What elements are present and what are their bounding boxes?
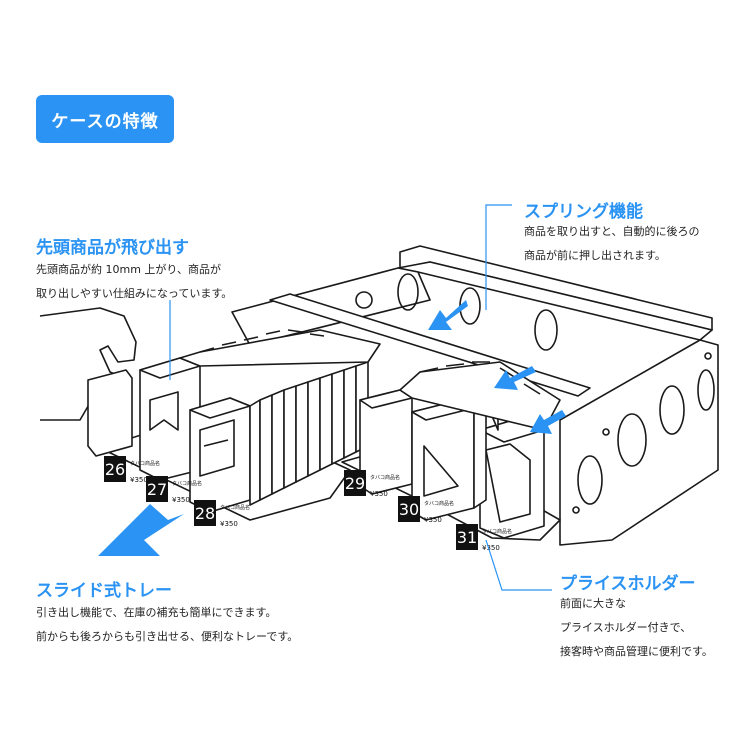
price-tag-name: タバコ商品名 xyxy=(482,528,512,535)
price-holder-line-3: 接客時や商品管理に便利です。 xyxy=(560,645,713,658)
price-tag-price: ¥350 xyxy=(220,520,238,528)
price-tag-31: 31 タバコ商品名 ¥350 xyxy=(456,524,512,552)
spring-line-1: 商品を取り出すと、自動的に後ろの xyxy=(524,225,700,238)
price-tag-name: タバコ商品名 xyxy=(370,474,400,481)
price-tag-price: ¥350 xyxy=(482,544,500,552)
right-tray-packs xyxy=(359,361,561,539)
price-tag-price: ¥350 xyxy=(370,490,388,498)
price-tag-28: 28 タバコ商品名 ¥350 xyxy=(194,500,250,528)
price-tag-name: タバコ商品名 xyxy=(172,480,202,487)
spring-title: スプリング機能 xyxy=(524,202,643,222)
price-tag-26: 26 タバコ商品名 ¥350 xyxy=(104,456,160,484)
price-tag-number: 30 xyxy=(399,500,419,519)
price-holder-line-1: 前面に大きな xyxy=(560,597,626,610)
price-tag-name: タバコ商品名 xyxy=(130,460,160,467)
price-tag-number-box xyxy=(456,524,478,550)
spring-description: 商品を取り出すと、自動的に後ろの 商品が前に押し出されます。 xyxy=(524,220,700,268)
slide-tray-title: スライド式トレー xyxy=(36,581,172,601)
price-holder-description: 前面に大きな プライスホルダー付きで、 接客時や商品管理に便利です。 xyxy=(560,592,713,664)
price-tag-number-box xyxy=(194,500,216,526)
spring-arrow-icon-3 xyxy=(530,410,566,434)
price-holder-title: プライスホルダー xyxy=(560,574,696,594)
side-hole-3 xyxy=(617,413,647,467)
case-right-wall xyxy=(559,339,719,546)
back-hole-1 xyxy=(397,273,419,311)
back-hole-4 xyxy=(355,291,373,309)
side-screw-2 xyxy=(602,428,610,436)
front-push-line-2: 取り出しやすい仕組みになっています。 xyxy=(36,287,233,300)
slide-out-arrow-icon xyxy=(98,504,184,556)
spring-line-2: 商品が前に押し出されます。 xyxy=(524,249,666,262)
slide-tray-line-1: 引き出し機能で、在庫の補充も簡単にできます。 xyxy=(36,606,277,619)
price-tag-name: タバコ商品名 xyxy=(220,504,250,511)
price-tag-29: 29 タバコ商品名 ¥350 xyxy=(344,470,400,498)
callout-line-spring xyxy=(485,204,512,310)
price-holder-line-2: プライスホルダー付きで、 xyxy=(560,621,692,634)
price-tag-number: 28 xyxy=(195,504,215,523)
spring-arrow-icon-1 xyxy=(428,300,468,330)
price-tag-price: ¥350 xyxy=(424,516,442,524)
front-push-description: 先頭商品が約 10mm 上がり、商品が 取り出しやすい仕組みになっています。 xyxy=(36,258,232,306)
price-tag-number: 26 xyxy=(105,460,125,479)
price-tag-number: 31 xyxy=(457,528,477,547)
hand-held-pack xyxy=(87,369,133,457)
slide-tray-line-2: 前からも後ろからも引き出せる、便利なトレーです。 xyxy=(36,630,299,643)
price-tags: 26 タバコ商品名 ¥350 27 タバコ商品名 ¥350 28 タバコ商品名 … xyxy=(104,456,512,552)
side-hole-4 xyxy=(577,455,603,505)
callout-line-price-holder xyxy=(485,539,552,591)
feature-badge: ケースの特徴 xyxy=(36,95,174,143)
price-tag-number-box xyxy=(104,456,126,482)
front-push-title: 先頭商品が飛び出す xyxy=(36,238,189,258)
price-tag-number: 27 xyxy=(147,480,167,499)
back-hole-3 xyxy=(534,309,558,351)
side-screw-1 xyxy=(704,352,712,360)
price-tag-number-box xyxy=(344,470,366,496)
badge-label: ケースの特徴 xyxy=(51,111,159,132)
side-hole-1 xyxy=(697,369,715,411)
side-screw-3 xyxy=(572,506,580,514)
side-hole-2 xyxy=(659,385,685,435)
price-tag-30: 30 タバコ商品名 ¥350 xyxy=(398,496,454,524)
price-tag-number-box xyxy=(146,476,168,502)
front-push-line-1: 先頭商品が約 10mm 上がり、商品が xyxy=(36,263,221,276)
price-tag-number: 29 xyxy=(345,474,365,493)
price-tag-price: ¥350 xyxy=(130,476,148,484)
price-tag-27: 27 タバコ商品名 ¥350 xyxy=(146,476,202,504)
slide-tray-description: 引き出し機能で、在庫の補充も簡単にできます。 前からも後ろからも引き出せる、便利… xyxy=(36,601,298,649)
price-tag-number-box xyxy=(398,496,420,522)
spring-arrow-icon-2 xyxy=(494,366,536,390)
price-tag-price: ¥350 xyxy=(172,496,190,504)
price-tag-name: タバコ商品名 xyxy=(424,500,454,507)
